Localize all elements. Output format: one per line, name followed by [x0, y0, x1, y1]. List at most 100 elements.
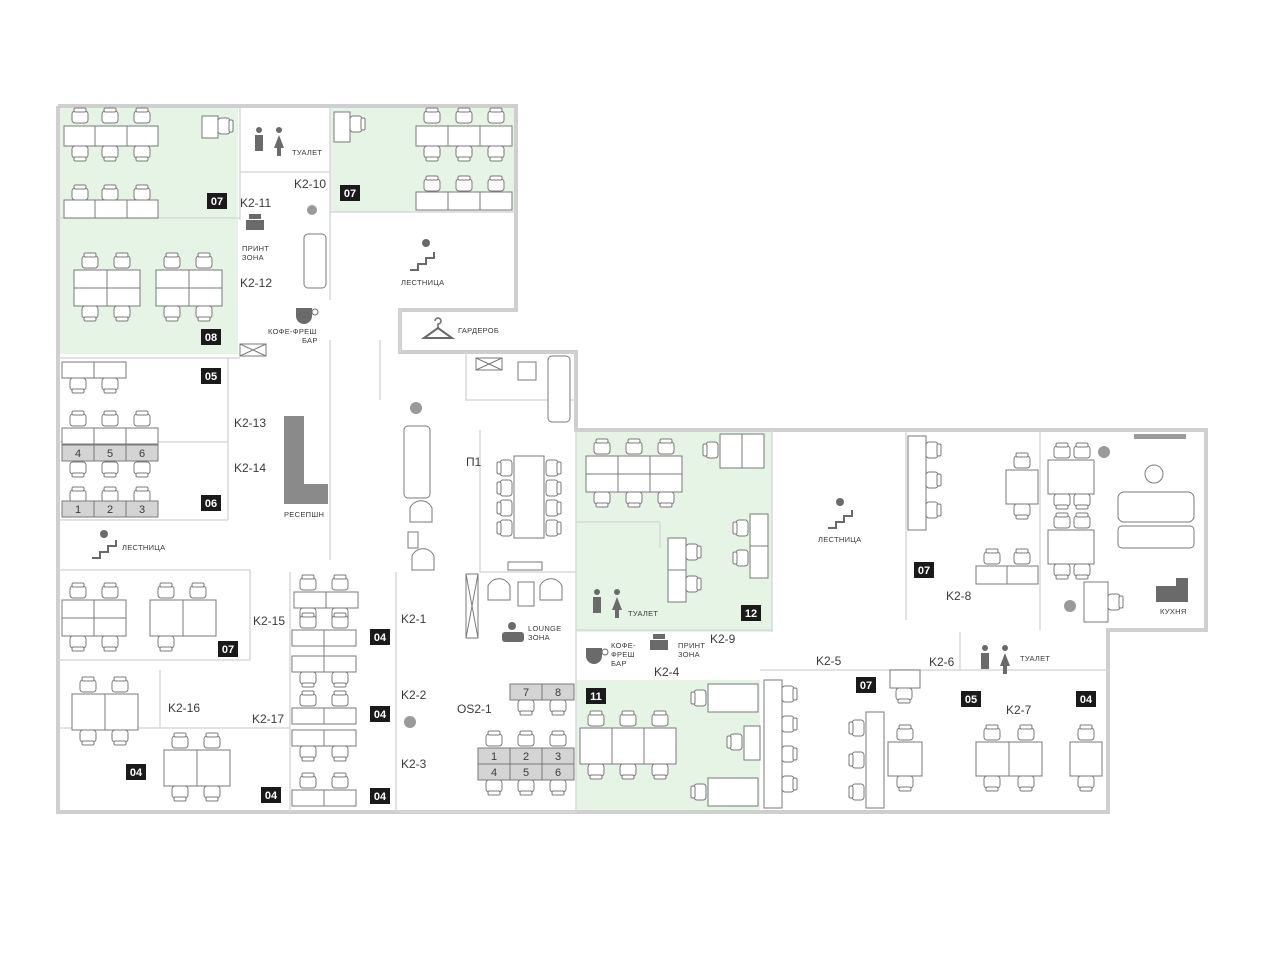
svg-text:7: 7 — [523, 687, 529, 699]
label-stairs: ЛЕСТНИЦА — [401, 278, 444, 287]
label-k2-3[interactable]: K2-3 — [401, 757, 427, 771]
svg-text:07: 07 — [211, 196, 223, 208]
furniture-k2-4 — [579, 683, 761, 807]
furniture-k2-13-14 — [61, 361, 159, 518]
hanger-icon — [420, 317, 456, 339]
label-k2-5[interactable]: K2-5 — [816, 654, 842, 668]
label-print-mid-2: ЗОНА — [678, 650, 700, 659]
label-k2-8[interactable]: K2-8 — [946, 589, 972, 603]
svg-text:6: 6 — [555, 767, 561, 779]
svg-text:6: 6 — [139, 448, 145, 460]
svg-text:07: 07 — [344, 188, 356, 200]
label-k2-15[interactable]: K2-15 — [253, 614, 285, 628]
badge-k2-13[interactable]: 05 — [201, 368, 221, 384]
label-print-mid: ПРИНТ — [678, 641, 705, 650]
svg-text:3: 3 — [139, 504, 145, 516]
svg-text:12: 12 — [745, 608, 757, 620]
badge-k2-17[interactable]: 04 — [261, 787, 281, 803]
sofa-icon — [303, 233, 327, 289]
meeting-table-p1 — [496, 455, 562, 539]
svg-text:1: 1 — [75, 504, 81, 516]
furniture-k2-8 — [907, 434, 1195, 623]
furniture-k2-5-7 — [763, 669, 1103, 809]
badge-k2-3[interactable]: 04 — [370, 788, 390, 804]
plant-icon — [307, 205, 1110, 728]
label-k2-7[interactable]: K2-7 — [1006, 703, 1032, 717]
svg-text:04: 04 — [374, 632, 387, 644]
svg-text:08: 08 — [205, 332, 217, 344]
svg-text:05: 05 — [205, 371, 217, 383]
label-toilet-mid: ТУАЛЕТ — [628, 609, 658, 618]
stairs-icon — [92, 530, 117, 559]
badge-k2-15[interactable]: 07 — [218, 641, 238, 657]
label-coffee-mid: КОФЕ- — [611, 641, 636, 650]
svg-text:07: 07 — [222, 644, 234, 656]
label-coffee-bar-2: БАР — [302, 336, 318, 345]
label-k2-6[interactable]: K2-6 — [929, 655, 955, 669]
badge-k2-16[interactable]: 04 — [126, 764, 146, 780]
label-p1[interactable]: П1 — [466, 455, 482, 469]
furniture-k2-15-17 — [61, 582, 231, 802]
stairs-icon — [828, 498, 853, 529]
svg-text:4: 4 — [75, 448, 81, 460]
label-os2-1[interactable]: OS2-1 — [457, 702, 492, 716]
sofa-icon — [1117, 491, 1195, 523]
badge-k2-7[interactable]: 04 — [1076, 691, 1096, 707]
svg-text:8: 8 — [555, 687, 561, 699]
coffee-icon — [586, 648, 609, 664]
label-k2-1[interactable]: K2-1 — [401, 612, 427, 626]
label-print-zone: ПРИНТ — [242, 244, 269, 253]
badge-k2-5[interactable]: 07 — [856, 677, 876, 693]
svg-text:1: 1 — [491, 751, 497, 763]
badge-k2-2[interactable]: 04 — [370, 706, 390, 722]
lounge-furniture — [239, 233, 571, 639]
badge-k2-11[interactable]: 07 — [207, 193, 227, 209]
label-wardrobe: ГАРДЕРОБ — [458, 326, 499, 335]
svg-text:2: 2 — [107, 504, 113, 516]
label-stairs-left: ЛЕСТНИЦА — [122, 543, 165, 552]
badge-k2-14[interactable]: 06 — [201, 495, 221, 511]
svg-text:04: 04 — [1080, 694, 1093, 706]
label-k2-9[interactable]: K2-9 — [710, 632, 736, 646]
svg-text:04: 04 — [130, 767, 143, 779]
badge-k2-12[interactable]: 08 — [201, 329, 221, 345]
label-k2-11[interactable]: K2-11 — [240, 196, 271, 210]
badge-k2-6[interactable]: 05 — [961, 691, 981, 707]
svg-text:07: 07 — [918, 565, 930, 577]
badge-k2-4[interactable]: 11 — [586, 688, 606, 704]
label-k2-14[interactable]: K2-14 — [234, 461, 266, 475]
badge-k2-8[interactable]: 07 — [914, 562, 934, 578]
label-toilet-right: ТУАЛЕТ — [1020, 654, 1050, 663]
label-kitchen: КУХНЯ — [1160, 607, 1187, 616]
svg-text:4: 4 — [491, 767, 497, 779]
label-coffee-mid-2: ФРЕШ — [611, 650, 635, 659]
printer-icon — [650, 634, 668, 650]
kitchen-icon — [1156, 578, 1188, 602]
svg-text:2: 2 — [523, 751, 529, 763]
badge-k2-9[interactable]: 12 — [741, 605, 761, 621]
svg-text:5: 5 — [107, 448, 113, 460]
label-k2-10[interactable]: K2-10 — [294, 177, 326, 191]
badge-k2-10[interactable]: 07 — [340, 185, 360, 201]
svg-text:3: 3 — [555, 751, 561, 763]
label-k2-13[interactable]: K2-13 — [234, 416, 266, 430]
seat-6[interactable] — [125, 444, 159, 462]
label-k2-2[interactable]: K2-2 — [401, 688, 427, 702]
furniture-os2-1 — [477, 683, 575, 796]
label-k2-12[interactable]: K2-12 — [240, 276, 272, 290]
room-labels: K2-11 K2-10 K2-12 K2-13 K2-14 K2-15 K2-1… — [168, 177, 1032, 771]
furniture-k2-1-3 — [291, 574, 359, 807]
badge-k2-1[interactable]: 04 — [370, 629, 390, 645]
label-k2-17[interactable]: K2-17 — [252, 712, 284, 726]
label-k2-16[interactable]: K2-16 — [168, 701, 200, 715]
furniture-top — [63, 107, 513, 219]
walls — [56, 104, 1208, 814]
label-stairs-right: ЛЕСТНИЦА — [818, 535, 861, 544]
svg-text:04: 04 — [374, 709, 387, 721]
capacity-badges: 07 07 08 05 06 07 04 04 04 04 04 12 11 0… — [126, 185, 1096, 804]
label-lounge-2: ЗОНА — [528, 633, 550, 642]
coffee-icon — [296, 308, 319, 324]
seat-3[interactable] — [125, 500, 159, 518]
label-k2-4[interactable]: K2-4 — [654, 665, 680, 679]
